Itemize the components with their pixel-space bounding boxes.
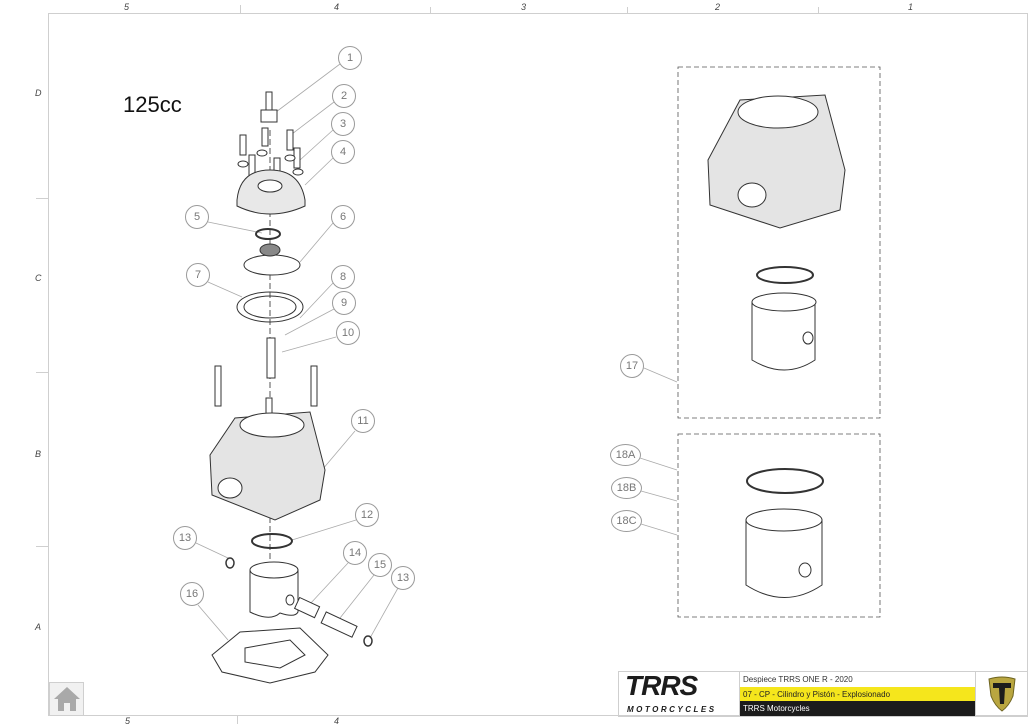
zone-divider xyxy=(237,716,238,724)
zone-top-2: 2 xyxy=(715,2,721,12)
zone-left-C: C xyxy=(35,273,42,283)
spare-piston xyxy=(745,519,823,598)
callout-10: 10 xyxy=(336,321,360,345)
callout-18C: 18C xyxy=(611,510,642,532)
zone-divider xyxy=(36,372,48,373)
drawing-frame xyxy=(48,13,1028,716)
zone-divider xyxy=(240,5,241,13)
kit-piston xyxy=(751,301,816,371)
callout-18B: 18B xyxy=(611,477,642,499)
drawing-title: Despiece TRRS ONE R - 2020 xyxy=(740,672,975,687)
head-bolts xyxy=(237,127,304,179)
circlip xyxy=(225,557,235,569)
spark-plug xyxy=(265,91,273,111)
callout-6: 6 xyxy=(331,205,355,229)
zone-top-1: 1 xyxy=(908,2,914,12)
home-button[interactable] xyxy=(49,682,84,716)
circlip xyxy=(363,635,373,647)
callout-14: 14 xyxy=(343,541,367,565)
callout-11: 11 xyxy=(351,409,375,433)
company-name: TRRS Motorcycles xyxy=(740,701,975,717)
zone-top-5: 5 xyxy=(124,2,130,12)
callout-16: 16 xyxy=(180,582,204,606)
trrs-logo: TRRS MOTORCYCLES xyxy=(619,670,740,716)
zone-left-A: A xyxy=(35,622,42,632)
callout-12: 12 xyxy=(355,503,379,527)
callout-4: 4 xyxy=(331,140,355,164)
callout-2: 2 xyxy=(332,84,356,108)
zone-divider xyxy=(36,546,48,547)
zone-bottom-5: 5 xyxy=(125,716,131,726)
callout-3: 3 xyxy=(331,112,355,136)
zone-top-4: 4 xyxy=(334,2,340,12)
shield-icon xyxy=(987,676,1016,712)
kit-ring xyxy=(756,266,814,284)
leader-lines xyxy=(195,63,678,641)
title-block: TRRS MOTORCYCLES Despiece TRRS ONE R - 2… xyxy=(618,670,1028,717)
head-gasket xyxy=(236,291,304,323)
callout-8: 8 xyxy=(331,265,355,289)
zone-left-D: D xyxy=(35,88,42,98)
drawing-subtitle: 07 - CP - Cilindro y Pistón - Explosiona… xyxy=(740,686,975,702)
piston-ring xyxy=(251,533,293,549)
spare-ring xyxy=(746,468,824,494)
logo-subtitle: MOTORCYCLES xyxy=(627,705,717,714)
logo-wordmark: TRRS xyxy=(625,670,698,701)
callout-17: 17 xyxy=(620,354,644,378)
zone-divider xyxy=(818,7,819,13)
callout-1: 1 xyxy=(338,46,362,70)
displacement-label: 125cc xyxy=(123,92,182,117)
zone-divider xyxy=(627,7,628,13)
zone-divider xyxy=(430,7,431,13)
callout-18A: 18A xyxy=(610,444,641,466)
trrs-emblem xyxy=(975,672,1027,716)
callout-5: 5 xyxy=(185,205,209,229)
base-gasket xyxy=(211,627,329,684)
callout-7: 7 xyxy=(186,263,210,287)
zone-left-B: B xyxy=(35,449,42,459)
home-icon xyxy=(53,687,80,711)
piston-pin xyxy=(320,611,358,638)
kit-18-boundary xyxy=(677,433,881,618)
needle-bearing xyxy=(293,596,321,619)
kit-17-boundary xyxy=(677,66,881,419)
zone-bottom-4: 4 xyxy=(334,716,340,726)
callout-15: 15 xyxy=(368,553,392,577)
zone-top-3: 3 xyxy=(521,2,527,12)
callout-13: 13 xyxy=(173,526,197,550)
zone-divider xyxy=(36,198,48,199)
o-ring xyxy=(255,228,281,240)
head-insert xyxy=(243,254,301,276)
piston xyxy=(249,569,299,618)
callout-13b: 13 xyxy=(391,566,415,590)
callout-9: 9 xyxy=(332,291,356,315)
